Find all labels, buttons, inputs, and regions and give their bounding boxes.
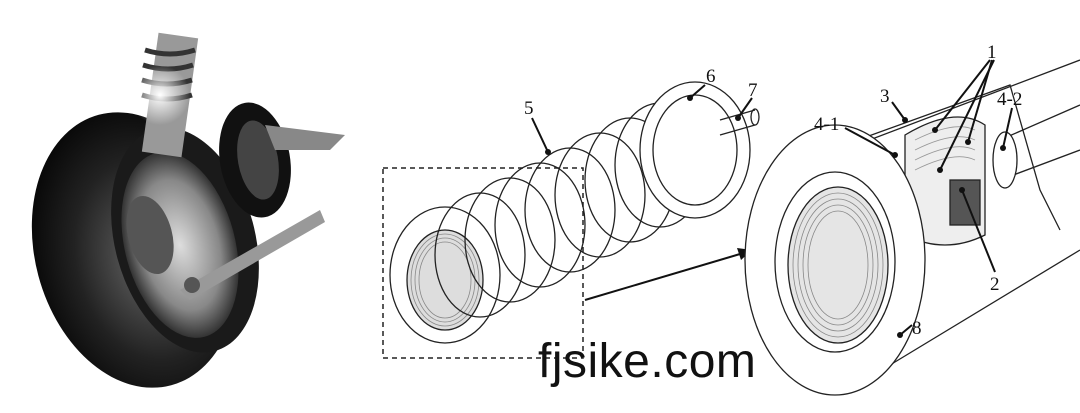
label-3: 3 — [880, 86, 890, 107]
suspension-photo — [31, 32, 345, 388]
label-2: 2 — [990, 274, 1000, 295]
leader-lines — [531, 59, 1013, 336]
label-4-2: 4-2 — [997, 89, 1022, 110]
label-1: 1 — [987, 42, 997, 63]
label-5: 5 — [524, 98, 534, 119]
watermark: fjsike.com — [538, 335, 757, 388]
label-6: 6 — [706, 66, 716, 87]
cutaway-cylinder — [744, 59, 1080, 396]
label-7: 7 — [748, 80, 758, 101]
label-8: 8 — [912, 318, 922, 339]
spring-assembly — [382, 81, 760, 359]
label-4-1: 4-1 — [814, 114, 839, 135]
